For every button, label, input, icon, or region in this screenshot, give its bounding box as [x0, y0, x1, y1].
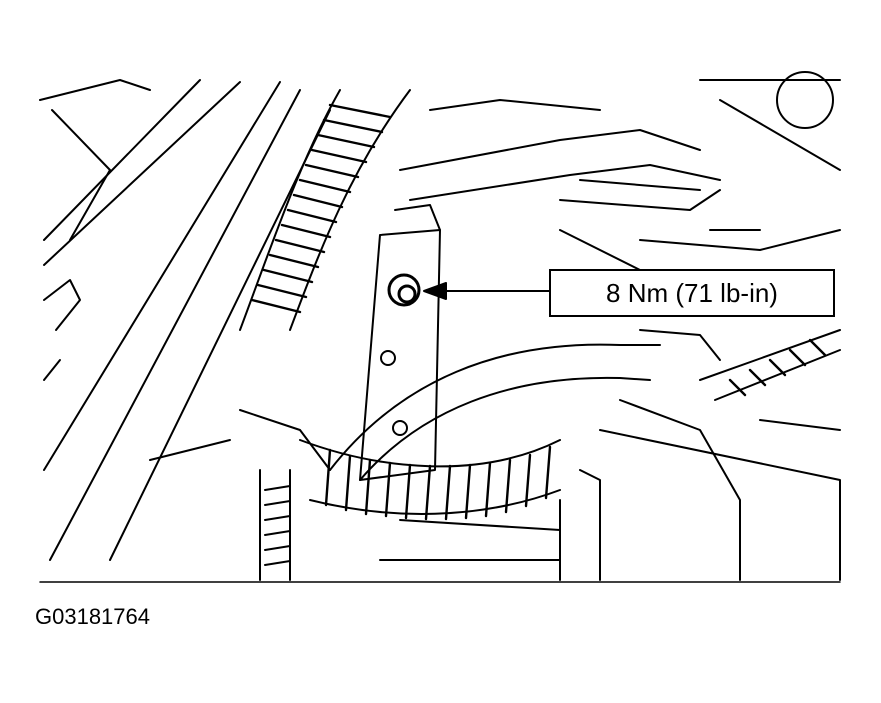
corrugated-hose-upper [239, 89, 411, 331]
left-body-panels [39, 79, 331, 561]
curved-pipe [329, 329, 721, 481]
upper-tubes [399, 71, 841, 271]
leader-arrow [423, 282, 550, 300]
hose-ribs [250, 103, 827, 521]
mounting-bracket [359, 204, 441, 481]
torque-callout-label: 8 Nm (71 lb-in) [549, 269, 835, 317]
figure-id: G03181764 [35, 604, 150, 629]
hose-right [699, 329, 841, 401]
lower-components [149, 399, 841, 581]
bolt [387, 273, 421, 307]
